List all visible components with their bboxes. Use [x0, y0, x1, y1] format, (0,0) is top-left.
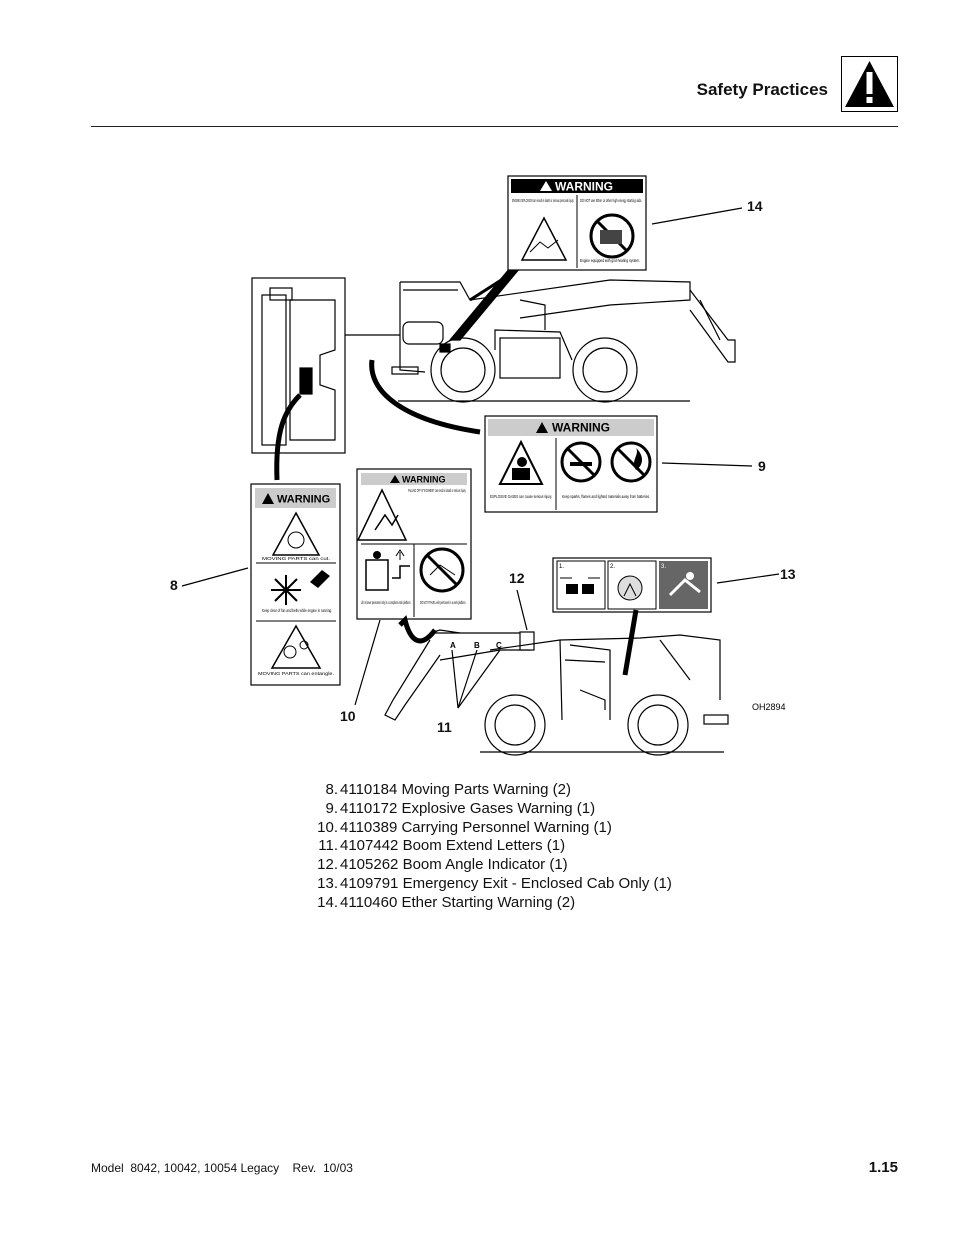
- no-smoking-icon: [560, 441, 602, 483]
- decal-9-explosive-gases: WARNING EXPLOSIVE GASES can cause seriou…: [484, 415, 658, 513]
- callout-14: 14: [747, 198, 763, 214]
- callout-9: 9: [758, 458, 766, 474]
- boom-letter-b: B: [474, 641, 480, 650]
- decal-10-left-text: Lift or lower personnel only in a compli…: [361, 600, 411, 605]
- decal-10-heading: WARNING: [402, 475, 446, 485]
- decal-legend: 8.4110184 Moving Parts Warning (2) 9.411…: [310, 781, 672, 913]
- callout-8: 8: [170, 577, 178, 593]
- decal-8-moving-parts: WARNING MOVING PARTS can cut. Keep clear…: [250, 483, 341, 686]
- page-section-title: Safety Practices: [696, 80, 828, 99]
- decal-14-left-text: ENGINE EXPLOSION can result in death or …: [512, 198, 574, 203]
- legend-item: 9.4110172 Explosive Gases Warning (1): [325, 799, 596, 817]
- decal-13-step-3: 3.: [661, 564, 666, 570]
- no-flame-icon: [610, 441, 652, 483]
- decal-9-heading: WARNING: [552, 421, 610, 435]
- decal-13-step-2: 2.: [610, 564, 615, 570]
- decal-8-panel-3-text: MOVING PARTS can entangle.: [258, 671, 334, 676]
- page-number: 1.15: [868, 1159, 898, 1176]
- decal-8-panel-1-text: MOVING PARTS can cut.: [262, 556, 330, 561]
- boom-letter-c: C: [496, 641, 502, 650]
- decal-14-bottom-text: Engine equipped with grid heating system…: [580, 258, 640, 263]
- decal-13-emergency-exit: 1. 2. 3.: [552, 557, 712, 613]
- decal-10-carrying-personnel: WARNING FALLING OFF ATTACHMENT can resul…: [356, 468, 472, 620]
- decal-10-top-text: FALLING OFF ATTACHMENT can result in dea…: [408, 488, 466, 493]
- decal-10-right-text: DO NOT TRAVEL with personnel in a work p…: [420, 600, 466, 605]
- legend-item: 10.4110389 Carrying Personnel Warning (1…: [317, 818, 612, 836]
- callout-11: 11: [437, 719, 452, 735]
- decal-8-panel-2-text: Keep clear of fan and belts while engine…: [262, 608, 332, 613]
- decal-9-left-text: EXPLOSIVE GASES can cause serious injury…: [490, 494, 552, 500]
- footer-model-revision: Model 8042, 10042, 10054 Legacy Rev. 10/…: [91, 1161, 353, 1175]
- header-rule: [91, 126, 898, 127]
- engine-detail-view: [251, 277, 400, 481]
- bottom-machine-illustration: [384, 609, 729, 756]
- decal-14-right-text: DO NOT use Ether or other high energy st…: [580, 198, 642, 203]
- decal-13-step-1: 1.: [559, 564, 564, 570]
- callout-10: 10: [340, 708, 356, 724]
- decal-9-right-text: Keep sparks, flames and lighted material…: [562, 494, 650, 500]
- decal-location-figure: WARNING ENGINE EXPLOSION can result in d…: [181, 175, 786, 756]
- legend-item: 8.4110184 Moving Parts Warning (2): [325, 781, 571, 798]
- warning-triangle-icon: [841, 56, 898, 112]
- callout-12: 12: [509, 570, 525, 586]
- boom-letter-a: A: [450, 641, 456, 650]
- decal-14-ether-warning: WARNING ENGINE EXPLOSION can result in d…: [507, 175, 647, 271]
- decal-8-heading: WARNING: [277, 494, 330, 506]
- callout-13: 13: [780, 566, 796, 582]
- legend-item: 13.4109791 Emergency Exit - Enclosed Cab…: [317, 874, 672, 892]
- prohibition-icon: [589, 213, 635, 259]
- legend-item: 12.4105262 Boom Angle Indicator (1): [317, 856, 568, 874]
- figure-code: OH2894: [752, 702, 786, 712]
- no-travel-icon: [419, 547, 465, 593]
- legend-item: 14.4110460 Ether Starting Warning (2): [317, 893, 576, 911]
- decal-14-heading: WARNING: [555, 180, 613, 194]
- legend-item: 11.4107442 Boom Extend Letters (1): [318, 837, 566, 855]
- top-machine-illustration: [369, 279, 736, 435]
